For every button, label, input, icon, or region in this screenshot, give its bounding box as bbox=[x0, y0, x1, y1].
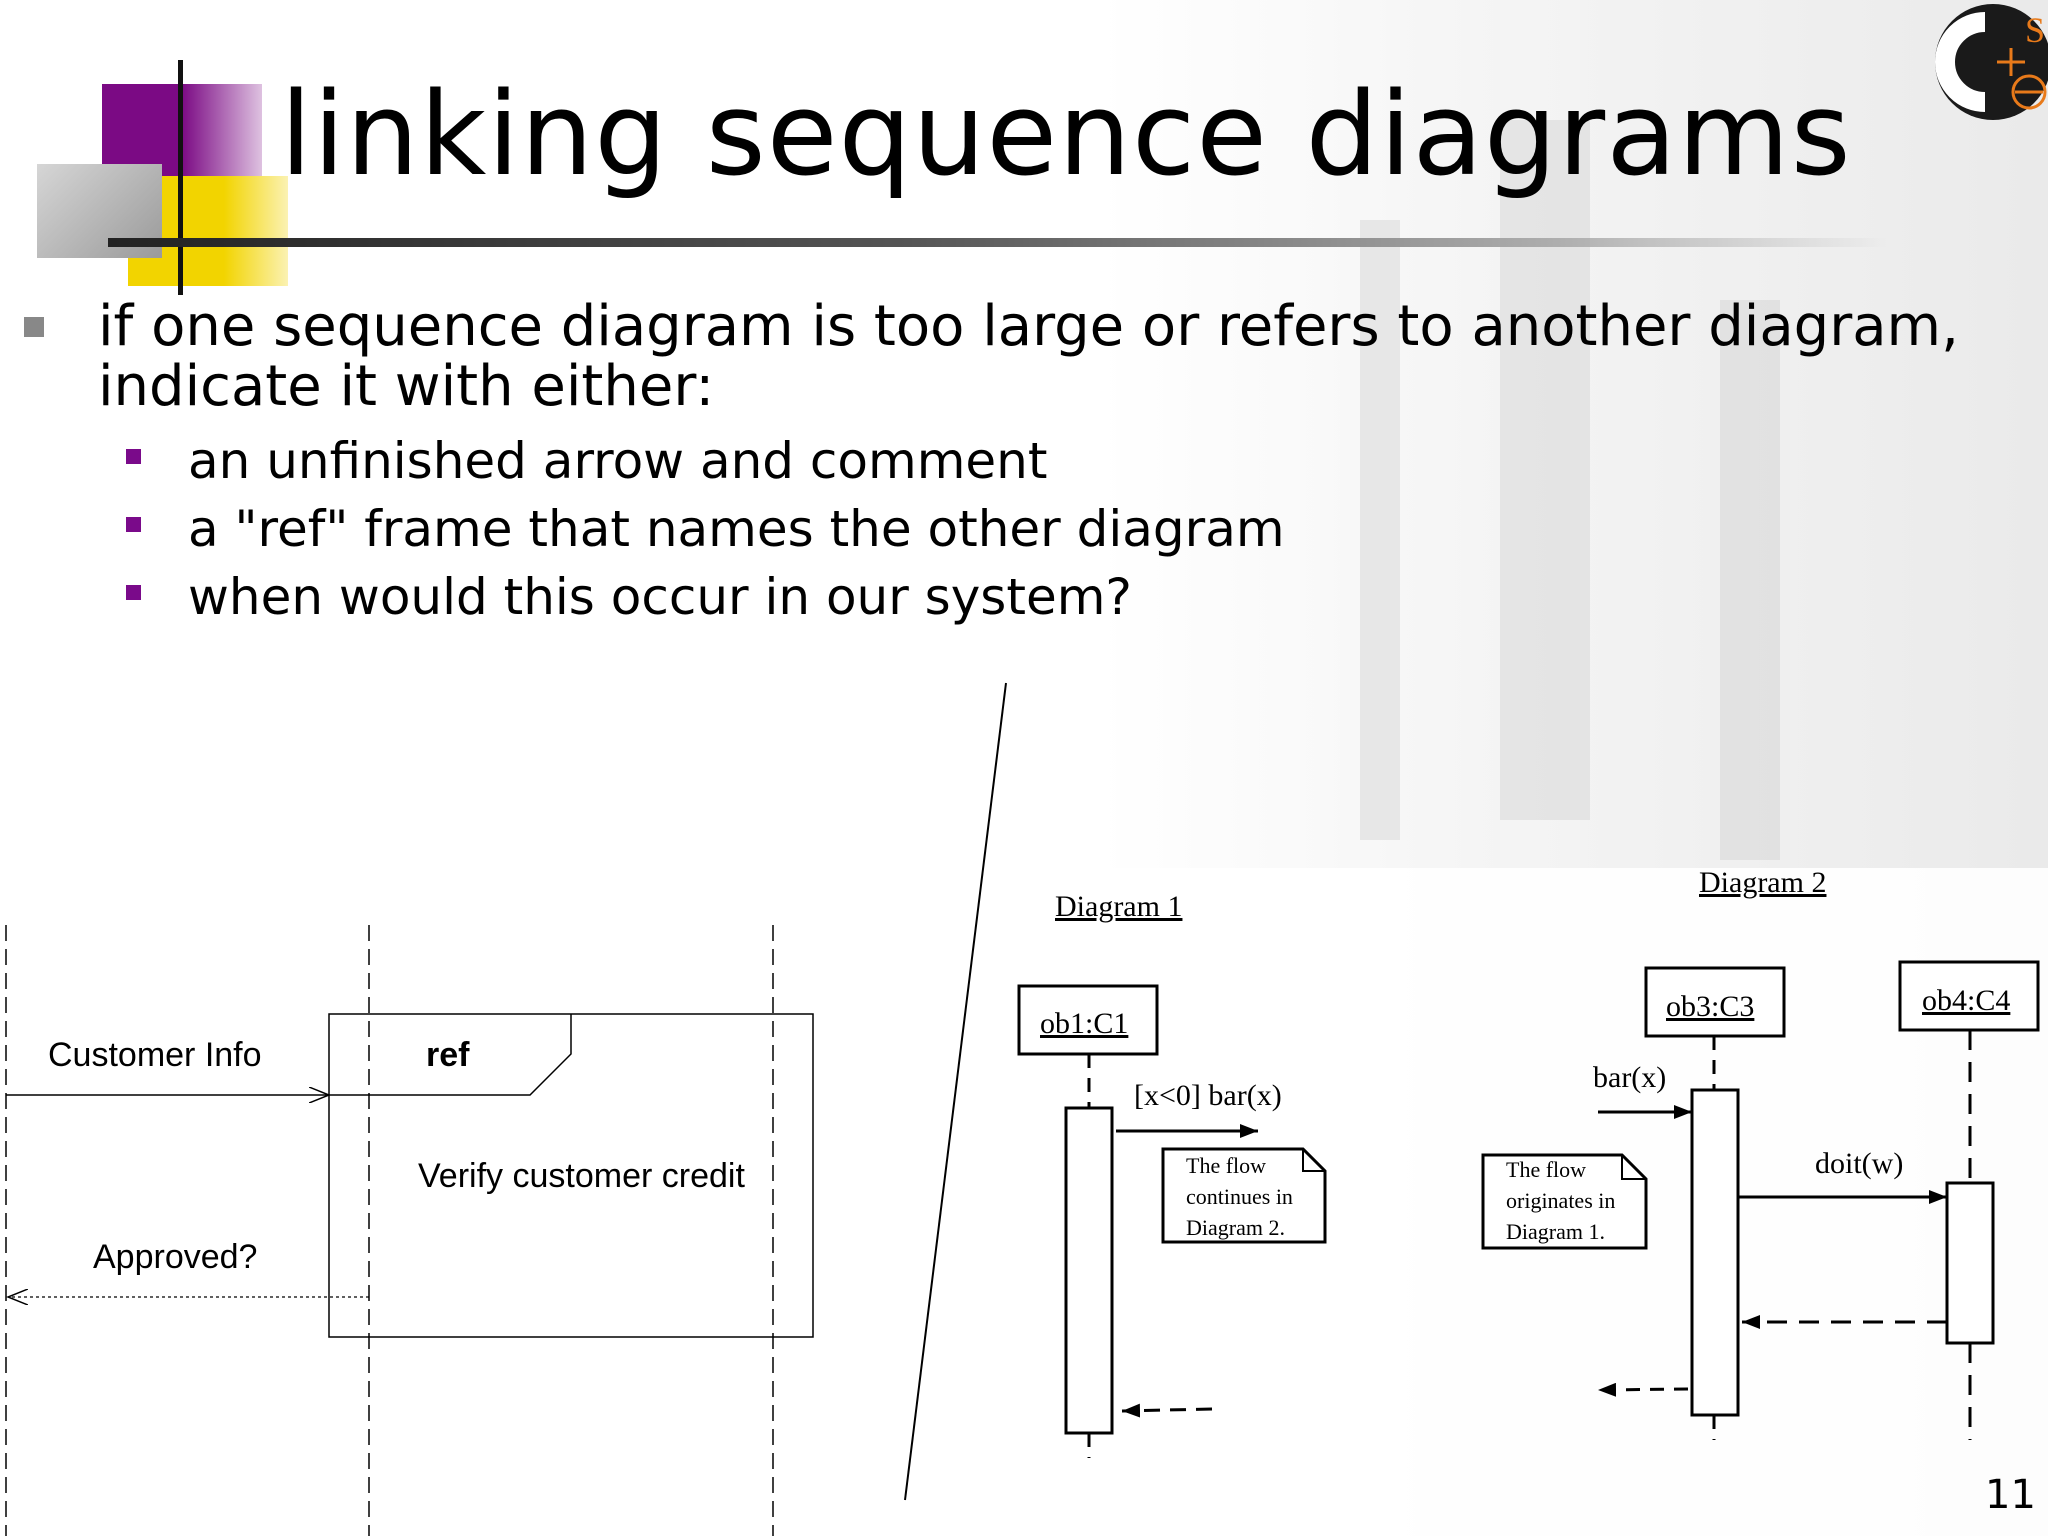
sub-bullet-marker bbox=[126, 585, 141, 600]
cse-logo-icon: S bbox=[1935, 4, 2048, 120]
ref-diagram: Customer Info ref Verify customer credit… bbox=[5, 925, 814, 1536]
diagram2-message-in: bar(x) bbox=[1593, 1061, 1666, 1094]
ob3-box bbox=[1644, 966, 1786, 1038]
sub-bullet-marker bbox=[126, 449, 141, 464]
msg-out-label: Approved? bbox=[93, 1238, 257, 1276]
ob1-activation bbox=[1064, 1106, 1114, 1435]
ref-frame-label: Verify customer credit bbox=[418, 1157, 745, 1195]
note-2 bbox=[1481, 1153, 1648, 1250]
diagram2-title: Diagram 2 bbox=[1699, 866, 1826, 899]
ob3-label: ob3:C3 bbox=[1666, 990, 1754, 1023]
note1-line3: Diagram 2. bbox=[1186, 1215, 1285, 1240]
note2-line1: The flow bbox=[1506, 1157, 1586, 1182]
diagram-2: Diagram 2 ob3:C3 ob4:C4 bar(x) doit(w) T… bbox=[1481, 866, 2040, 1440]
return-arrow-1 bbox=[1121, 1403, 1213, 1418]
ob3-activation bbox=[1690, 1088, 1740, 1417]
title-rule bbox=[108, 238, 1888, 247]
divider-line bbox=[904, 682, 1007, 1501]
sub-bullet-3: when would this occur in our system? bbox=[188, 568, 1132, 626]
diagram1-message: [x<0] bar(x) bbox=[1134, 1079, 1282, 1112]
note-1 bbox=[1161, 1147, 1327, 1244]
decor-squares bbox=[0, 0, 300, 300]
logo-letter: S bbox=[2025, 10, 2045, 50]
sub-bullet-marker bbox=[126, 517, 141, 532]
note1-line1: The flow bbox=[1186, 1153, 1266, 1178]
ob4-label: ob4:C4 bbox=[1922, 984, 2010, 1017]
note2-line2: originates in bbox=[1506, 1188, 1615, 1213]
diagram2-call: doit(w) bbox=[1815, 1147, 1903, 1180]
page-number: 11 bbox=[1985, 1472, 2036, 1518]
bullet-marker bbox=[24, 317, 44, 337]
ob4-box bbox=[1898, 960, 2040, 1032]
ob1-label: ob1:C1 bbox=[1040, 1007, 1128, 1040]
ref-frame-tag bbox=[329, 1014, 572, 1096]
ob1-box bbox=[1017, 984, 1159, 1056]
ob4-activation bbox=[1945, 1181, 1995, 1345]
slide-title: linking sequence diagrams bbox=[280, 68, 1852, 202]
sub-bullet-2: a "ref" frame that names the other diagr… bbox=[188, 500, 1285, 558]
ref-tag-label: ref bbox=[426, 1036, 470, 1074]
note1-line2: continues in bbox=[1186, 1184, 1293, 1209]
return-arrow-3 bbox=[1597, 1382, 1689, 1397]
diagram-1: Diagram 1 ob1:C1 [x<0] bar(x) The flow c… bbox=[1017, 890, 1327, 1458]
sub-bullet-1: an unfinished arrow and comment bbox=[188, 432, 1048, 490]
note2-line3: Diagram 1. bbox=[1506, 1219, 1605, 1244]
msg-in-label: Customer Info bbox=[48, 1036, 262, 1074]
diagram1-title: Diagram 1 bbox=[1055, 890, 1182, 923]
